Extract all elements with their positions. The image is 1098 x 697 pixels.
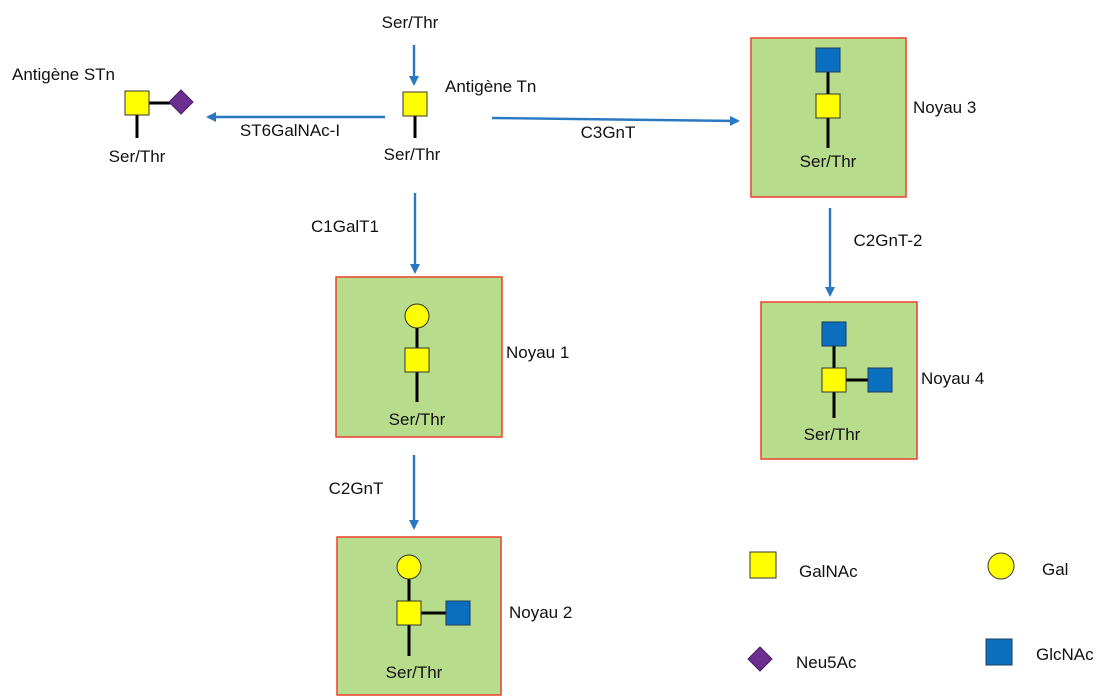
core1-ser-thr-label: Ser/Thr	[389, 410, 446, 429]
core2: Ser/Thr Noyau 2	[336, 536, 572, 696]
core1: Ser/Thr Noyau 1	[335, 276, 569, 438]
core3-label: Noyau 3	[913, 98, 976, 117]
antigen-tn: Antigène Tn Ser/Thr	[384, 77, 537, 164]
legend-glcnac-label: GlcNAc	[1036, 645, 1094, 664]
core3-ser-thr-label: Ser/Thr	[800, 152, 857, 171]
core3-galnac-square	[815, 93, 841, 119]
enzyme-c2gnt-label: C2GnT	[329, 479, 384, 498]
core2-glcnac-square	[445, 600, 471, 626]
legend-neu5ac-diamond	[747, 646, 773, 672]
legend-galnac-label: GalNAc	[799, 562, 858, 581]
core3: Ser/Thr Noyau 3	[750, 37, 976, 198]
legend-gal-circle	[987, 552, 1015, 580]
antigen-stn: Antigène STn Ser/Thr	[12, 65, 194, 166]
core1-label: Noyau 1	[506, 343, 569, 362]
enzyme-c1galt1-label: C1GalT1	[311, 217, 379, 236]
stn-galnac-square	[124, 90, 150, 116]
core4: Ser/Thr Noyau 4	[760, 301, 984, 460]
top-ser-thr-label: Ser/Thr	[382, 13, 439, 32]
enzyme-st6galnac-label: ST6GalNAc-I	[240, 121, 340, 140]
core2-label: Noyau 2	[509, 603, 572, 622]
enzyme-c3gnt-label: C3GnT	[581, 123, 636, 142]
antigen-stn-label: Antigène STn	[12, 65, 115, 84]
core2-gal-circle	[396, 554, 422, 580]
core4-galnac-square	[821, 367, 847, 393]
arrow-to-core3	[491, 115, 740, 126]
legend-galnac-square	[749, 551, 777, 579]
core2-galnac-square	[396, 600, 422, 626]
core4-label: Noyau 4	[921, 369, 984, 388]
core2-ser-thr-label: Ser/Thr	[386, 663, 443, 682]
core3-glcnac-square	[815, 47, 841, 73]
stn-neu5ac-diamond	[168, 89, 194, 115]
core1-gal-circle	[404, 303, 430, 329]
tn-ser-thr-label: Ser/Thr	[384, 145, 441, 164]
legend: GalNAc Gal Neu5Ac GlcNAc	[747, 551, 1094, 672]
legend-neu5ac-label: Neu5Ac	[796, 653, 857, 672]
legend-gal-label: Gal	[1042, 560, 1068, 579]
stn-ser-thr-label: Ser/Thr	[109, 147, 166, 166]
core1-galnac-square	[404, 347, 430, 373]
core4-glcnac-side-square	[867, 367, 893, 393]
legend-glcnac-square	[985, 638, 1013, 666]
tn-galnac-square	[402, 91, 428, 117]
antigen-tn-label: Antigène Tn	[445, 77, 536, 96]
core4-ser-thr-label: Ser/Thr	[804, 425, 861, 444]
core4-glcnac-top-square	[821, 321, 847, 347]
enzyme-c2gnt2-label: C2GnT-2	[854, 231, 923, 250]
